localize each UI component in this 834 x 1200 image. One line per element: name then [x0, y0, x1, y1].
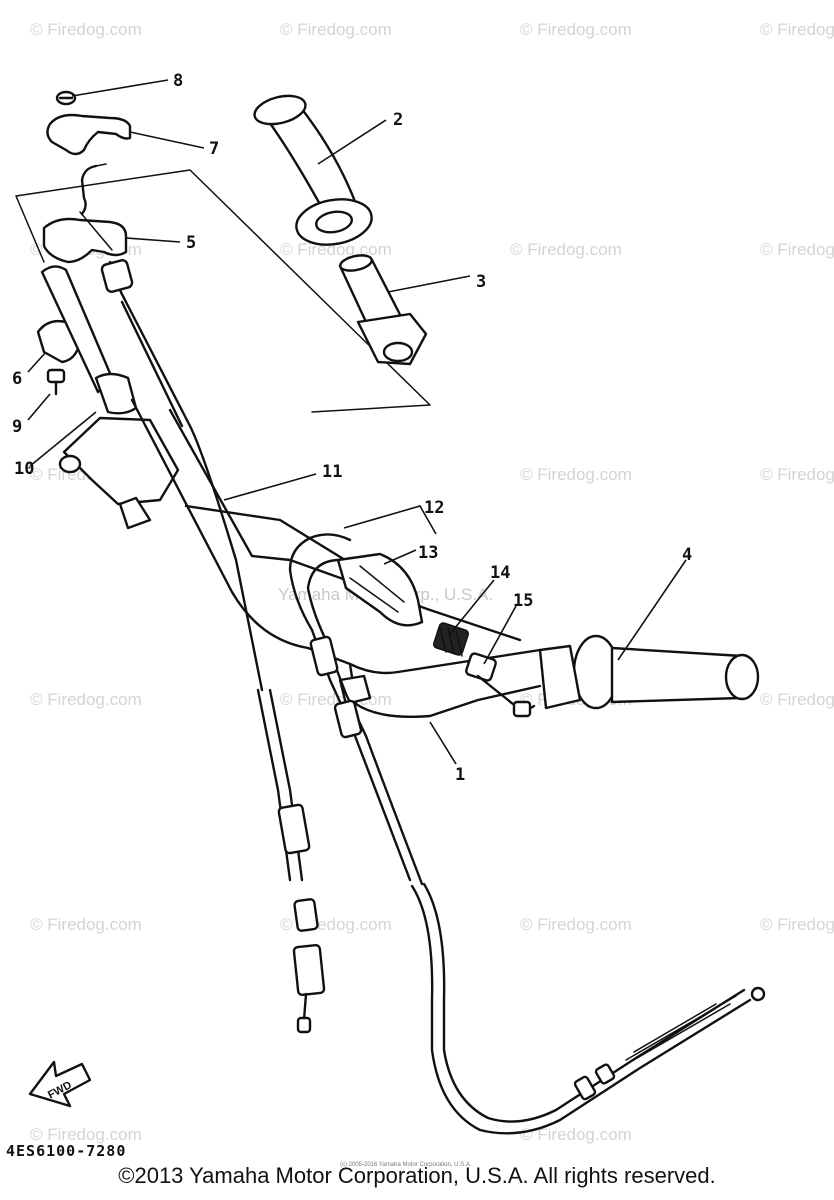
- part-7-clamp: [46, 113, 132, 156]
- part-13-boot: [336, 552, 424, 627]
- callout-14: 14: [490, 563, 510, 583]
- part-1-handlebar: [130, 398, 542, 675]
- fwd-arrow-icon: FWD: [28, 1060, 92, 1108]
- watermark: © Firedog.com: [520, 915, 632, 934]
- watermark: © Firedog.com: [760, 690, 834, 709]
- watermark: © Firedog.com: [760, 915, 834, 934]
- callout-9: 9: [12, 417, 22, 437]
- handlebar-left-end: [40, 265, 114, 394]
- callout-12: 12: [424, 498, 444, 518]
- tiny-note: (c) 2005-2016 Yamaha Motor Corporation, …: [340, 1162, 472, 1168]
- part-15-locknut: [465, 652, 536, 718]
- callout-1: 1: [455, 765, 465, 785]
- part-14-adjuster: [433, 622, 469, 657]
- part-3-throttle-tube: [338, 254, 428, 366]
- watermark: © Firedog.com: [520, 20, 632, 39]
- watermark: © Firedog.com: [520, 465, 632, 484]
- copyright-notice: ©2013 Yamaha Motor Corporation, U.S.A. A…: [118, 1163, 716, 1188]
- watermark: © Firedog.com: [30, 690, 142, 709]
- part-4-right-grip: [538, 634, 760, 710]
- watermark: © Firedog.com: [30, 1125, 142, 1144]
- callout-labels: 1 2 3 4 5 6 7 8 9 10 11 12 13 14 15: [12, 71, 692, 785]
- watermark: © Firedog.com: [280, 240, 392, 259]
- part-10-holder: [58, 372, 180, 530]
- callout-10: 10: [14, 459, 34, 479]
- watermark: © Firedog.com: [510, 240, 622, 259]
- callout-2: 2: [393, 110, 403, 130]
- watermark: © Firedog.com: [760, 20, 834, 39]
- watermark: © Firedog.com: [30, 915, 142, 934]
- callout-5: 5: [186, 233, 196, 253]
- callout-3: 3: [476, 272, 486, 292]
- callout-8: 8: [173, 71, 183, 91]
- callout-4: 4: [682, 545, 692, 565]
- callout-6: 6: [12, 369, 22, 389]
- watermark: © Firedog.com: [280, 20, 392, 39]
- callout-13: 13: [418, 543, 438, 563]
- part-8-screw: [55, 90, 77, 106]
- watermark: © Firedog.com: [760, 240, 834, 259]
- part-2-grip: [253, 94, 373, 246]
- watermark: © Firedog.com: [760, 465, 834, 484]
- watermark: © Firedog.com: [520, 1125, 632, 1144]
- leader-lines: [27, 79, 687, 765]
- callout-15: 15: [513, 591, 533, 611]
- part-5-throttle-housing: [42, 217, 128, 264]
- watermark: © Firedog.com: [30, 20, 142, 39]
- part-code: 4ES6100-7280: [6, 1142, 127, 1160]
- callout-7: 7: [209, 139, 219, 159]
- throttle-cable-end: [80, 164, 98, 216]
- callout-11: 11: [322, 462, 342, 482]
- part-9-bolt: [46, 368, 66, 396]
- part-12-clutch-cable: [288, 533, 412, 882]
